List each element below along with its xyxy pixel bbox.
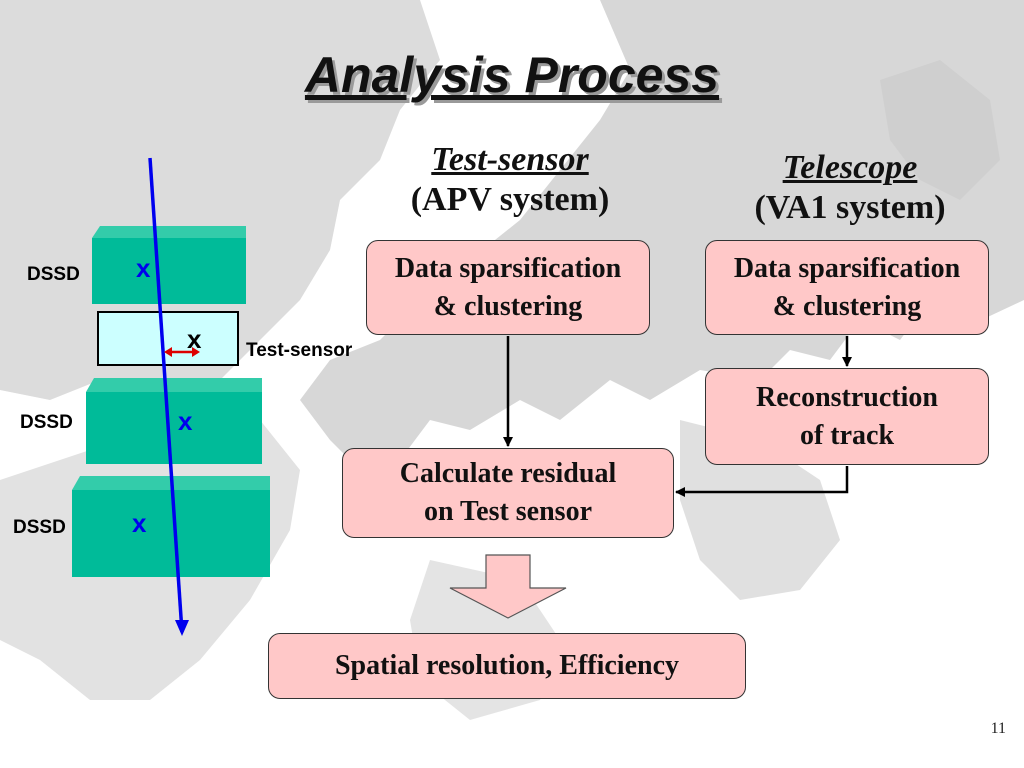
test-sensor-heading: Test-sensor — [431, 141, 589, 178]
slide-title: Analysis Process — [304, 47, 720, 103]
hit-marker-test-sensor: x — [187, 324, 202, 354]
va1-clustering-box: Data sparsification & clustering — [705, 240, 989, 335]
telescope-heading: Telescope — [782, 149, 918, 186]
test-sensor-plane — [97, 311, 239, 366]
telescope-header: Telescope (VA1 system) — [690, 148, 1010, 228]
dssd-label-2: DSSD — [20, 412, 73, 433]
residual-box: Calculate residual on Test sensor — [342, 448, 674, 538]
hit-marker-dssd-1: x — [136, 253, 151, 283]
hit-marker-dssd-3: x — [132, 508, 147, 538]
dssd-plane-1 — [92, 226, 246, 304]
va1-system-label: (VA1 system) — [754, 189, 946, 226]
track-reconstruction-box: Reconstruction of track — [705, 368, 989, 465]
dssd-plane-3 — [72, 476, 270, 577]
apv-clustering-box: Data sparsification & clustering — [366, 240, 650, 335]
dssd-plane-2 — [86, 378, 262, 464]
result-block-arrow — [449, 554, 567, 619]
dssd-label-3: DSSD — [13, 517, 66, 538]
apv-system-label: (APV system) — [410, 181, 610, 218]
test-sensor-header: Test-sensor (APV system) — [350, 140, 670, 220]
test-sensor-side-label: Test-sensor — [246, 340, 353, 361]
result-box: Spatial resolution, Efficiency — [268, 633, 746, 699]
dssd-label-1: DSSD — [27, 264, 80, 285]
page-number: 11 — [990, 720, 1006, 737]
hit-marker-dssd-2: x — [178, 406, 193, 436]
arrow-reconstruction-to-residual — [675, 466, 849, 497]
particle-track — [148, 157, 184, 633]
